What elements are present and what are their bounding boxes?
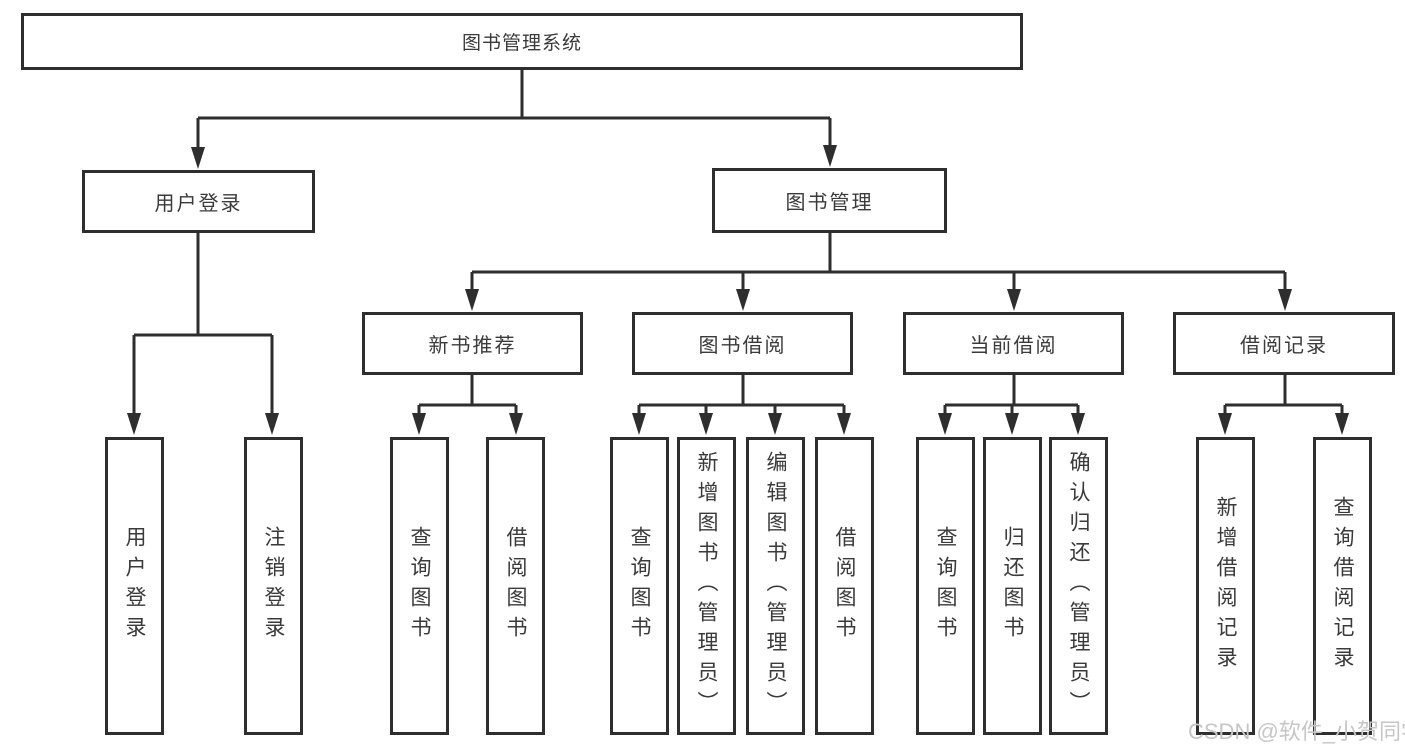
leaf-add-book-admin: 新增图书（管理员）	[677, 437, 736, 735]
connector-borrow-records-children	[1218, 375, 1349, 435]
node-label: 当前借阅	[969, 335, 1058, 357]
connector-root-to-level2	[191, 69, 837, 169]
node-label: 用户登录	[123, 526, 146, 646]
node-library-system: 图书管理系统	[21, 13, 1023, 70]
node-book-borrow: 图书借阅	[632, 312, 853, 375]
leaf-user-login: 用户登录	[105, 437, 164, 735]
node-label: 新书推荐	[428, 335, 517, 357]
node-label: 借阅图书	[833, 526, 856, 646]
node-label: 确认归还（管理员）	[1067, 451, 1090, 721]
leaf-add-borrow-record: 新增借阅记录	[1196, 437, 1255, 735]
leaf-borrow-book: 借阅图书	[815, 437, 874, 735]
node-label: 注销登录	[262, 526, 285, 646]
leaf-borrow-book-recommend: 借阅图书	[486, 437, 545, 735]
leaf-query-book-borrow: 查询图书	[610, 437, 669, 735]
leaf-confirm-return-admin: 确认归还（管理员）	[1049, 437, 1108, 735]
node-label: 查询借阅记录	[1331, 496, 1354, 676]
connector-book-mgmt-children	[465, 233, 1292, 311]
leaf-logout: 注销登录	[244, 437, 303, 735]
leaf-edit-book-admin: 编辑图书（管理员）	[746, 437, 805, 735]
node-user-login: 用户登录	[82, 170, 315, 233]
node-current-borrow: 当前借阅	[903, 312, 1124, 375]
node-label: 编辑图书（管理员）	[764, 451, 787, 721]
connector-book-borrow-children	[632, 375, 851, 435]
node-label: 查询图书	[408, 526, 431, 646]
node-label: 用户登录	[154, 193, 243, 215]
node-label: 图书管理系统	[461, 33, 582, 54]
node-label: 借阅图书	[504, 526, 527, 646]
watermark: CSDN @软件_小贺同学	[1188, 719, 1405, 744]
node-label: 新增图书（管理员）	[695, 451, 718, 721]
node-borrow-records: 借阅记录	[1173, 312, 1395, 375]
node-label: 借阅记录	[1240, 335, 1328, 357]
node-label: 图书借阅	[698, 335, 787, 357]
node-label: 图书管理	[785, 192, 874, 214]
leaf-return-book: 归还图书	[983, 437, 1042, 735]
node-label: 查询图书	[934, 526, 957, 646]
leaf-query-borrow-record: 查询借阅记录	[1313, 437, 1372, 735]
node-label: 查询图书	[628, 526, 651, 646]
leaf-query-book-current: 查询图书	[916, 437, 975, 735]
connector-new-book-children	[412, 375, 523, 435]
node-label: 归还图书	[1001, 526, 1024, 646]
connector-user-login-children	[127, 233, 279, 435]
connector-current-borrow-children	[938, 375, 1085, 435]
node-new-book-recommend: 新书推荐	[362, 312, 583, 375]
leaf-query-book-recommend: 查询图书	[390, 437, 449, 735]
node-book-management: 图书管理	[712, 168, 947, 233]
node-label: 新增借阅记录	[1214, 496, 1237, 676]
